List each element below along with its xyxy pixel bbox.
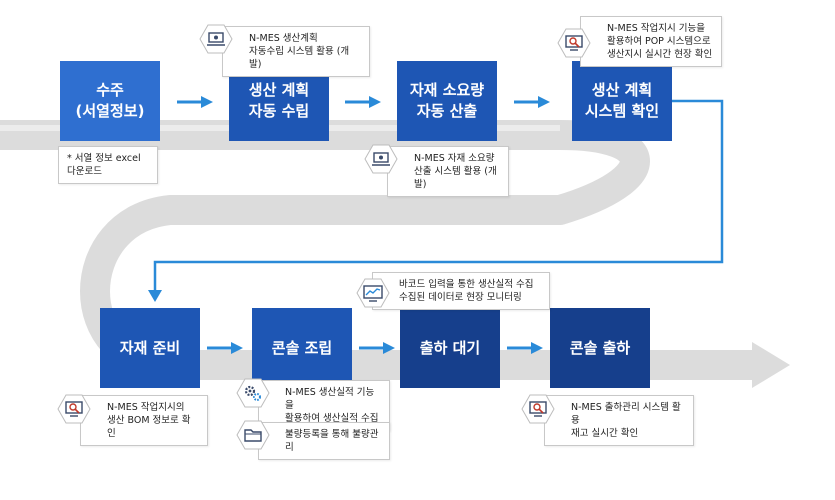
laptop-icon <box>199 24 233 54</box>
monitor-search-icon <box>557 28 591 58</box>
gears-icon <box>236 378 270 408</box>
note-pop-system: N-MES 작업지시 기능을 활용하여 POP 시스템으로 생산지시 실시간 현… <box>580 16 722 67</box>
step-console-shipping: 콘솔 출하 <box>550 308 650 388</box>
flow-arrow-7 <box>507 342 543 354</box>
step-console-assembly: 콘솔 조립 <box>252 308 352 388</box>
step-ship-wait: 출하 대기 <box>400 308 500 388</box>
connector-arrowhead <box>148 290 162 302</box>
monitor-search-icon <box>521 394 555 424</box>
note-shipping-system: N-MES 출하관리 시스템 활용 재고 실시간 확인 <box>544 395 694 446</box>
connector-line <box>153 99 724 292</box>
note-order-excel: * 서열 정보 excel 다운로드 <box>58 146 158 184</box>
note-defect-management: 불량등록을 통해 불량관리 <box>258 422 390 460</box>
note-material-system: N-MES 자재 소요량 산출 시스템 활용 (개발) <box>387 146 509 197</box>
monitor-search-icon <box>57 394 91 424</box>
flow-arrow-3 <box>514 96 550 108</box>
note-barcode-monitoring: 바코드 입력을 통한 생산실적 수집 수집된 데이터로 현장 모니터링 <box>372 272 550 310</box>
chart-monitor-icon <box>356 278 390 308</box>
step-order: 수주 (서열정보) <box>60 61 160 141</box>
flow-arrow-2 <box>345 96 381 108</box>
flow-arrow-5 <box>207 342 243 354</box>
step-material-prep: 자재 준비 <box>100 308 200 388</box>
step-plan-check: 생산 계획 시스템 확인 <box>572 61 672 141</box>
flow-arrow-1 <box>177 96 213 108</box>
step-material-calc: 자재 소요량 자동 산출 <box>397 61 497 141</box>
laptop-icon <box>364 144 398 174</box>
note-bom-check: N-MES 작업지시의 생산 BOM 정보로 확인 <box>80 395 208 446</box>
note-plan-system: N-MES 생산계획 자동수립 시스템 활용 (개발) <box>222 26 370 77</box>
folder-icon <box>236 420 270 450</box>
flow-arrow-6 <box>359 342 395 354</box>
